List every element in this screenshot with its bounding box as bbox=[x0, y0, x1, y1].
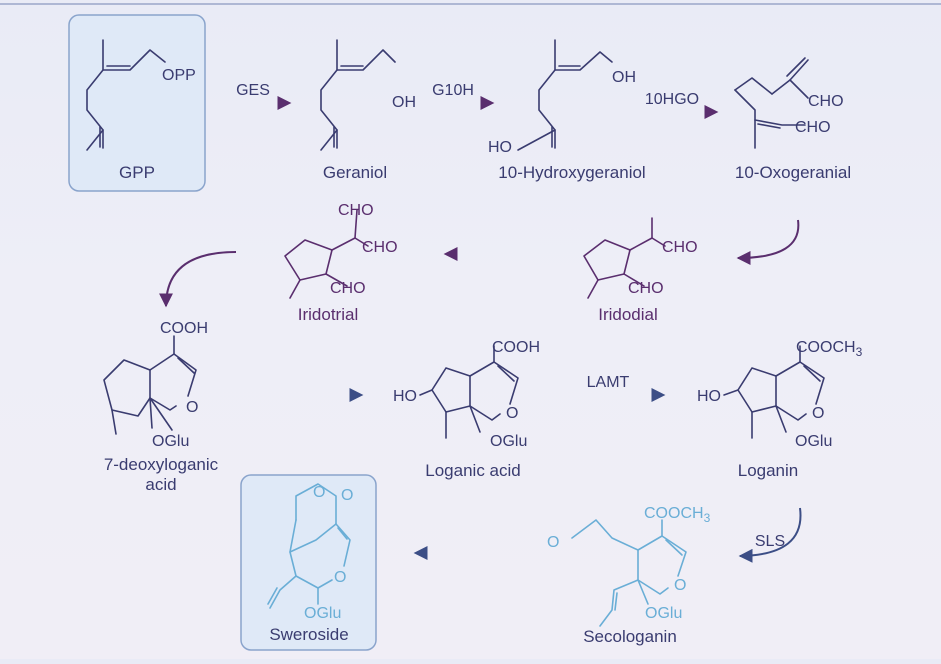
oxogeranial-name: 10-Oxogeranial bbox=[735, 163, 851, 182]
hydroxygeraniol-oh-label: OH bbox=[612, 69, 636, 86]
secologanin-oglu-label: OGlu bbox=[645, 605, 682, 622]
deoxyloganic-name-line1: 7-deoxyloganic bbox=[104, 455, 219, 474]
iridotrial-structure bbox=[284, 209, 369, 299]
gpp-structure bbox=[86, 39, 166, 151]
gpp-name: GPP bbox=[119, 163, 155, 182]
deoxyloganic-name-line2: acid bbox=[145, 475, 176, 494]
oxogeranial-cho-bottom: CHO bbox=[795, 119, 831, 136]
arrow-iridotrial-to-deoxyloganic bbox=[159, 251, 237, 308]
secologanin-structure bbox=[571, 519, 687, 627]
enzyme-lamt: LAMT bbox=[587, 374, 630, 391]
oxogeranial-structure bbox=[734, 57, 809, 149]
deoxyloganic-oglu-label: OGlu bbox=[152, 433, 189, 450]
loganic-acid-structure bbox=[419, 345, 519, 439]
oxogeranial-cho-top: CHO bbox=[808, 93, 844, 110]
secologanin-methyl-subscript: 3 bbox=[704, 511, 711, 525]
loganic-acid-cooh-label: COOH bbox=[492, 339, 540, 356]
sweroside-name: Sweroside bbox=[269, 625, 348, 644]
arrow-oxogeranial-to-iridodial bbox=[736, 219, 800, 265]
iridotrial-cho-bottom: CHO bbox=[330, 280, 366, 297]
iridodial-cho-top: CHO bbox=[662, 239, 698, 256]
loganic-acid-oglu-label: OGlu bbox=[490, 433, 527, 450]
enzyme-g10h: G10H bbox=[432, 82, 474, 99]
deoxyloganic-cooh-label: COOH bbox=[160, 320, 208, 337]
deoxyloganic-structure bbox=[103, 335, 197, 435]
sweroside-highlight-box bbox=[240, 474, 377, 651]
secologanin-name: Secologanin bbox=[583, 627, 677, 646]
loganic-acid-name: Loganic acid bbox=[425, 461, 520, 480]
sweroside-carbonyl-o: O bbox=[341, 487, 353, 504]
gpp-opp-label: OPP bbox=[162, 67, 196, 84]
loganin-methyl-subscript: 3 bbox=[856, 345, 863, 359]
loganin-name: Loganin bbox=[738, 461, 799, 480]
loganin-structure bbox=[723, 345, 825, 439]
geraniol-oh-label: OH bbox=[392, 94, 416, 111]
loganin-oglu-label: OGlu bbox=[795, 433, 832, 450]
hydroxygeraniol-name: 10-Hydroxygeraniol bbox=[498, 163, 645, 182]
iridodial-cho-bottom: CHO bbox=[628, 280, 664, 297]
loganin-ho-label: HO bbox=[697, 388, 721, 405]
loganic-acid-ring-o: O bbox=[506, 405, 518, 422]
enzyme-sls: SLS bbox=[755, 533, 785, 550]
secologanin-ring-o: O bbox=[674, 577, 686, 594]
loganic-acid-ho-label: HO bbox=[393, 388, 417, 405]
sweroside-oglu-label: OGlu bbox=[304, 605, 341, 622]
geraniol-structure bbox=[320, 39, 396, 151]
secologanin-cooch3-label: COOCH3 bbox=[644, 505, 711, 525]
deoxyloganic-ring-o: O bbox=[186, 399, 198, 416]
arrow-sls: SLS bbox=[738, 507, 802, 563]
iridodial-name: Iridodial bbox=[598, 305, 658, 324]
geraniol-name: Geraniol bbox=[323, 163, 387, 182]
enzyme-ges: GES bbox=[236, 82, 270, 99]
hydroxygeraniol-structure bbox=[517, 39, 613, 151]
sweroside-ring-o: O bbox=[334, 569, 346, 586]
secologanin-cooch-text: COOCH bbox=[644, 505, 704, 522]
sweroside-structure bbox=[267, 483, 351, 609]
arrow-lamt: LAMT bbox=[555, 374, 666, 402]
enzyme-10hgo: 10HGO bbox=[645, 91, 699, 108]
loganin-cooch3-label: COOCH3 bbox=[796, 339, 863, 359]
secologanin-aldehyde-o: O bbox=[547, 534, 559, 551]
arrow-10hgo: 10HGO bbox=[640, 91, 719, 119]
iridotrial-cho-top: CHO bbox=[338, 202, 374, 219]
iridodial-structure bbox=[583, 217, 666, 299]
sweroside-ring-o-top: O bbox=[313, 484, 325, 501]
iridotrial-cho-mid: CHO bbox=[362, 239, 398, 256]
arrow-ges: GES bbox=[222, 82, 292, 110]
iridotrial-name: Iridotrial bbox=[298, 305, 358, 324]
hydroxygeraniol-ho-label: HO bbox=[488, 139, 512, 156]
arrow-g10h: G10H bbox=[420, 82, 495, 110]
loganin-ring-o: O bbox=[812, 405, 824, 422]
loganin-cooch-text: COOCH bbox=[796, 339, 856, 356]
